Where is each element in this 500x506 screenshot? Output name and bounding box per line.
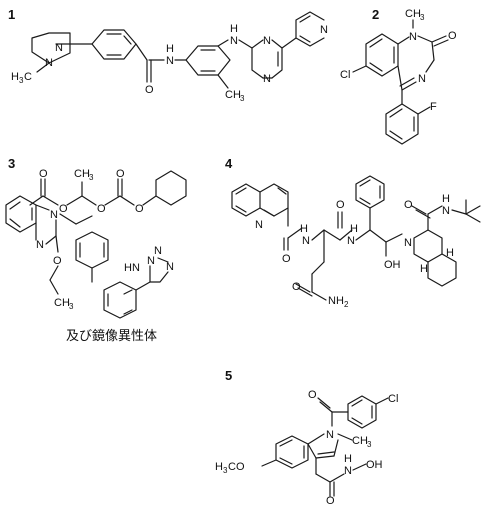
atom-cl: Cl — [388, 393, 398, 405]
atom-ch: CH — [225, 89, 241, 101]
compound-2: 2 Cl N CH 3 O N F — [340, 7, 457, 145]
atom-n: N — [347, 235, 355, 247]
atom-h: H — [350, 223, 358, 235]
atom-n: N — [409, 31, 417, 43]
subscript-3: 3 — [367, 440, 372, 449]
atom-o: O — [326, 495, 335, 506]
atom-n: N — [263, 73, 271, 85]
enantiomer-note: 及び鏡像異性体 — [66, 328, 157, 343]
subscript-3: 3 — [240, 94, 245, 103]
atom-o: O — [292, 281, 301, 293]
compound-number-5: 5 — [225, 368, 232, 383]
atom-o: O — [116, 168, 125, 180]
subscript-3: 3 — [420, 13, 425, 22]
atom-n: N — [418, 73, 426, 85]
compound-1: 1 N N H 3 C O H N CH 3 H N — [8, 7, 328, 103]
atom-h: H — [11, 71, 19, 83]
atom-n: N — [132, 262, 140, 274]
atom-h: H — [344, 453, 352, 465]
atom-h: H — [124, 262, 132, 274]
compound-5: 5 Cl O N CH 3 H 3 CO O — [215, 368, 398, 506]
compound-3: 3 O O CH 3 O O O N N O — [5, 156, 187, 343]
atom-h: H — [166, 43, 174, 55]
atom-oh: OH — [366, 459, 383, 471]
atom-n: N — [404, 237, 412, 249]
atom-o: O — [59, 203, 68, 215]
atom-n: N — [302, 235, 310, 247]
atom-o: O — [282, 253, 291, 265]
atom-o: O — [404, 199, 413, 211]
subscript-3: 3 — [19, 76, 24, 85]
subscript-2: 2 — [344, 300, 349, 309]
atom-n: N — [166, 55, 174, 67]
atom-cl: Cl — [340, 69, 350, 81]
atom-h: H — [442, 193, 450, 205]
atom-ch: CH — [352, 435, 368, 447]
atom-n: N — [230, 35, 238, 47]
atom-o: O — [39, 168, 48, 180]
atom-h: H — [230, 23, 238, 35]
atom-n: N — [263, 35, 271, 47]
atom-n: N — [326, 429, 334, 441]
atom-oh: OH — [384, 259, 401, 271]
subscript-3: 3 — [69, 302, 74, 311]
atom-h: H — [215, 461, 223, 473]
atom-f: F — [430, 101, 437, 113]
atom-n: N — [154, 245, 162, 257]
atom-o: O — [145, 84, 154, 96]
atom-n: N — [255, 219, 263, 231]
atom-n: N — [50, 209, 58, 221]
atom-o: O — [308, 389, 317, 401]
atom-n: N — [344, 465, 352, 477]
atom-o: O — [97, 203, 106, 215]
atom-nh: NH — [328, 295, 344, 307]
atom-o: O — [53, 255, 62, 267]
atom-n: N — [45, 57, 53, 69]
compound-number-1: 1 — [8, 7, 15, 22]
atom-h: H — [420, 263, 428, 275]
atom-co: CO — [228, 461, 245, 473]
compound-number-4: 4 — [225, 156, 233, 171]
atom-c: C — [24, 71, 32, 83]
atom-o: O — [336, 199, 345, 211]
atom-n: N — [442, 205, 450, 217]
atom-o: O — [135, 203, 144, 215]
atom-n: N — [36, 239, 44, 251]
subscript-3: 3 — [223, 466, 228, 475]
atom-h: H — [446, 247, 454, 259]
subscript-3: 3 — [89, 173, 94, 182]
atom-n: N — [320, 24, 328, 36]
atom-ch: CH — [74, 168, 90, 180]
compound-number-3: 3 — [8, 156, 15, 171]
atom-n: N — [55, 42, 63, 54]
atom-o: O — [448, 30, 457, 42]
atom-n: N — [166, 261, 174, 273]
atom-ch: CH — [54, 297, 70, 309]
compound-4: 4 N O H N O NH 2 O H N — [225, 156, 481, 309]
compound-number-2: 2 — [372, 7, 379, 22]
atom-ch: CH — [405, 8, 421, 20]
atom-h: H — [300, 223, 308, 235]
atom-n: N — [147, 255, 155, 267]
